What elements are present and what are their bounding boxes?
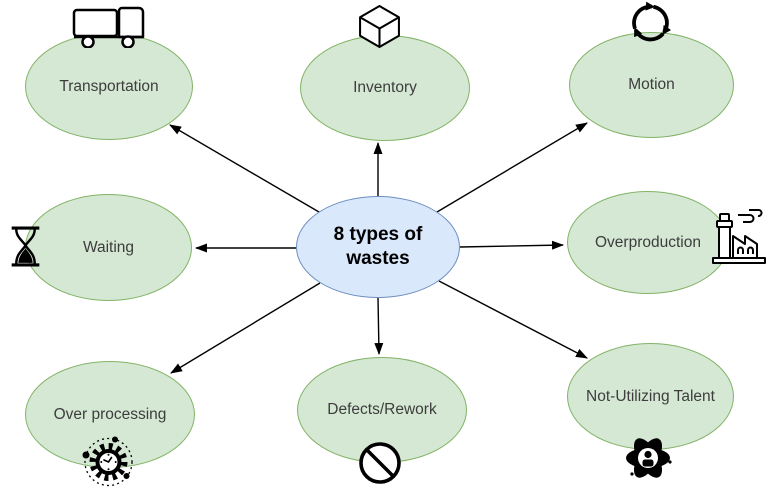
arrow-to-not-utilizing-talent	[438, 280, 588, 359]
node-overproduction: Overproduction	[567, 191, 729, 294]
node-inventory-label: Inventory	[353, 79, 417, 96]
node-waiting: Waiting	[25, 194, 192, 301]
arrow-to-over-processing	[170, 282, 321, 374]
atom-person-icon	[626, 438, 672, 478]
box-icon	[359, 5, 400, 48]
arrow-to-overproduction	[459, 240, 564, 250]
factory-icon	[712, 209, 766, 264]
arrow-to-motion	[436, 122, 588, 213]
cycle-arrows-icon	[632, 1, 672, 42]
node-overproduction-label: Overproduction	[595, 233, 701, 251]
node-waiting-label: Waiting	[82, 238, 135, 256]
node-center-8-types-of-wastes: 8 types of wastes	[296, 196, 460, 298]
arrow-to-defects-rework	[374, 297, 384, 355]
center-label: 8 types of wastes	[333, 224, 423, 269]
node-not-utilizing-talent: Not-Utilizing Talent	[567, 343, 734, 450]
node-transportation: Transportation	[25, 33, 193, 140]
truck-icon	[72, 6, 145, 48]
prohibition-icon	[359, 442, 401, 484]
gear-clock-icon	[82, 436, 133, 487]
node-over-processing-label: Over processing	[53, 405, 167, 423]
hourglass-icon	[11, 226, 40, 267]
node-defects-rework-label: Defects/Rework	[327, 401, 437, 418]
node-motion-label: Motion	[628, 76, 675, 93]
node-motion: Motion	[569, 32, 734, 138]
node-inventory: Inventory	[300, 35, 470, 141]
node-transportation-label: Transportation	[59, 77, 159, 95]
arrow-to-transportation	[169, 124, 320, 213]
node-not-utilizing-talent-label: Not-Utilizing Talent	[586, 387, 715, 405]
